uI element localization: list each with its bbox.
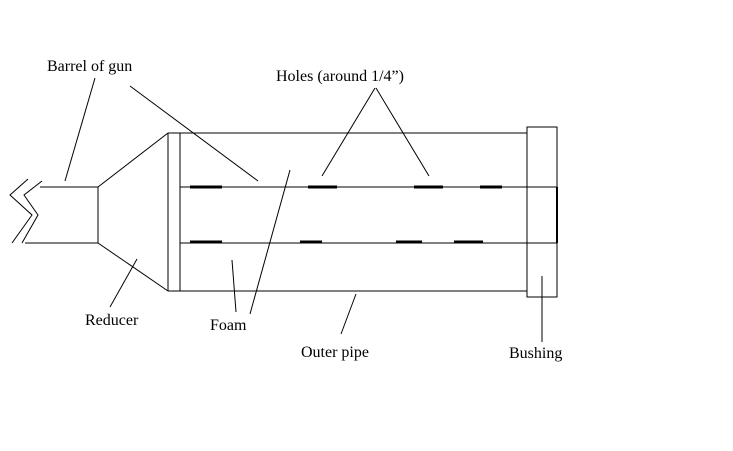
barrel-leader-2 [129, 85, 259, 182]
outer-pipe-label: Outer pipe [301, 344, 369, 361]
bushing [526, 126, 558, 298]
leader-lines [64, 77, 543, 342]
reducer-leader [109, 258, 138, 308]
holes-label: Holes (around 1/4”) [276, 68, 404, 85]
foam-leader-right [249, 169, 291, 315]
holes-leader-right [375, 87, 430, 177]
outer-pipe-leader [340, 293, 357, 335]
outer-pipe [168, 132, 527, 292]
inner-barrel [180, 186, 558, 244]
foam-leader-left [231, 259, 237, 313]
bushing-label: Bushing [509, 345, 562, 362]
foam-label: Foam [210, 317, 247, 334]
holes-leader-left [321, 87, 376, 177]
reducer [97, 132, 181, 292]
gun-barrel [9, 178, 98, 244]
reducer-label: Reducer [85, 312, 139, 329]
barrel-leader [64, 77, 96, 182]
barrel-label: Barrel of gun [47, 58, 132, 75]
holes [190, 185, 502, 244]
